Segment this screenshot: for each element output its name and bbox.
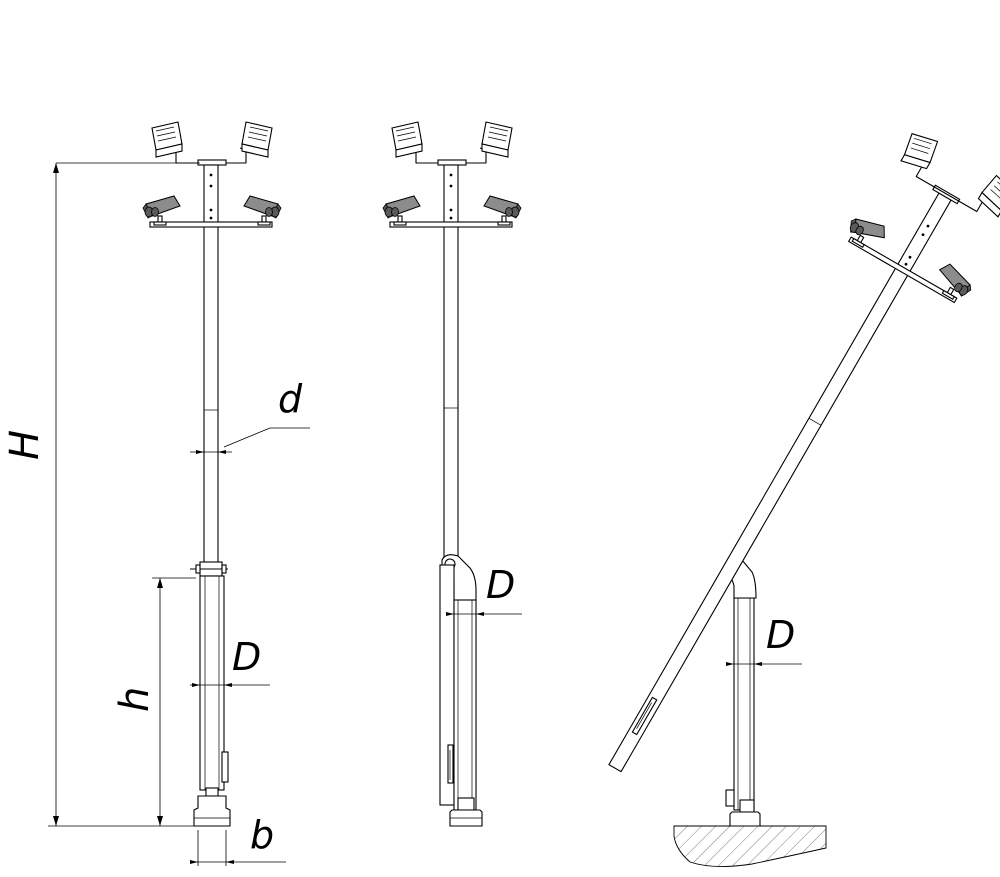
label-diameter-lower-1: D (232, 635, 261, 679)
label-base-width: b (250, 813, 274, 857)
floodlight-icon-right (481, 121, 513, 158)
label-diameter-lower-3: D (766, 613, 795, 657)
cctv-camera-icon-right (483, 195, 522, 226)
floodlight-icon-right (241, 121, 273, 158)
cctv-camera-icon-left (142, 195, 181, 226)
pole-2: D (382, 121, 522, 827)
floodlight-icon-left (391, 121, 423, 158)
label-diameter-lower-2: D (486, 563, 515, 607)
pole-1: H h d D b (2, 121, 310, 866)
ground-hatch (673, 825, 827, 867)
pole-3: D (608, 127, 1000, 867)
cctv-camera-icon-right (243, 195, 282, 226)
cctv-camera-icon-left (382, 195, 421, 226)
label-height-total: H (2, 430, 48, 460)
label-diameter-upper: d (278, 377, 303, 421)
floodlight-icon-left (896, 127, 942, 175)
floodlight-icon-left (151, 121, 183, 158)
cctv-camera-icon-right (929, 260, 978, 306)
floodlight-icon-right (974, 172, 1000, 220)
label-height-lower: h (112, 687, 158, 712)
